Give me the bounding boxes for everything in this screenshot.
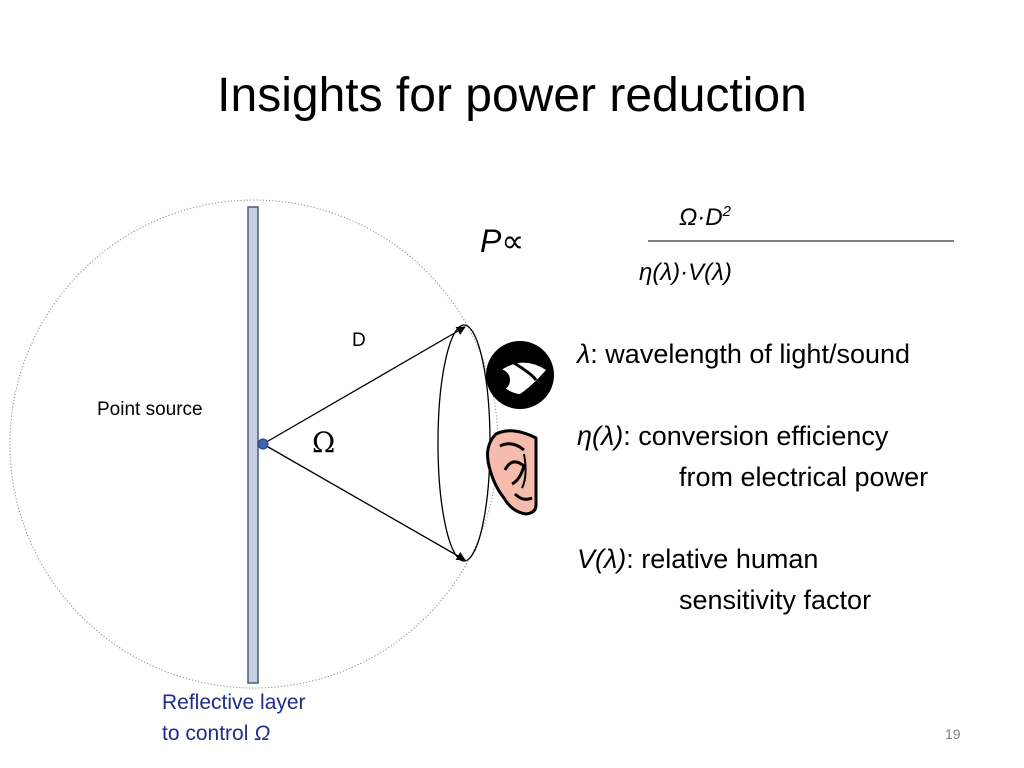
page-number: 19 — [945, 726, 961, 742]
formula-numerator: Ω·D2 — [679, 203, 731, 232]
point-source-label: Point source — [97, 399, 203, 420]
legend-item-wavelength: λ: wavelength of light/sound — [577, 334, 928, 375]
solid-angle-label: Ω — [312, 426, 336, 459]
legend: λ: wavelength of light/sound η(λ): conve… — [577, 334, 928, 621]
distance-label: D — [352, 330, 366, 351]
cone-top-ray — [262, 326, 466, 445]
legend-continuation: sensitivity factor — [679, 585, 872, 615]
legend-item-efficiency: η(λ): conversion efficiency — [577, 416, 928, 457]
reflective-layer — [247, 206, 259, 684]
formula-lhs: P∝ — [480, 223, 525, 259]
cone-base-ellipse — [437, 324, 491, 562]
legend-symbol: η(λ) — [577, 421, 624, 451]
caption-line-1: Reflective layer — [162, 691, 306, 714]
point-source-dot — [257, 438, 269, 450]
legend-text: : wavelength of light/sound — [590, 339, 911, 369]
slide-title: Insights for power reduction — [217, 69, 807, 122]
cone-bottom-ray — [262, 443, 466, 561]
legend-text: : relative human — [626, 544, 819, 574]
legend-continuation: from electrical power — [679, 462, 929, 492]
caption-line-2: to control Ω — [162, 718, 306, 749]
legend-item-sensitivity: V(λ): relative human — [577, 539, 928, 580]
ear-icon — [486, 429, 538, 516]
caption-text: to control — [162, 722, 255, 745]
legend-symbol: λ — [577, 339, 591, 369]
reflective-layer-caption: Reflective layer to control Ω — [162, 687, 306, 749]
eye-icon — [486, 341, 554, 409]
numerator-base: Ω·D — [679, 204, 723, 231]
caption-omega: Ω — [254, 722, 271, 745]
numerator-exponent: 2 — [722, 203, 731, 220]
formula-denominator: η(λ)·V(λ) — [639, 259, 732, 286]
legend-symbol: V(λ) — [577, 544, 627, 574]
legend-text: : conversion efficiency — [623, 421, 889, 451]
